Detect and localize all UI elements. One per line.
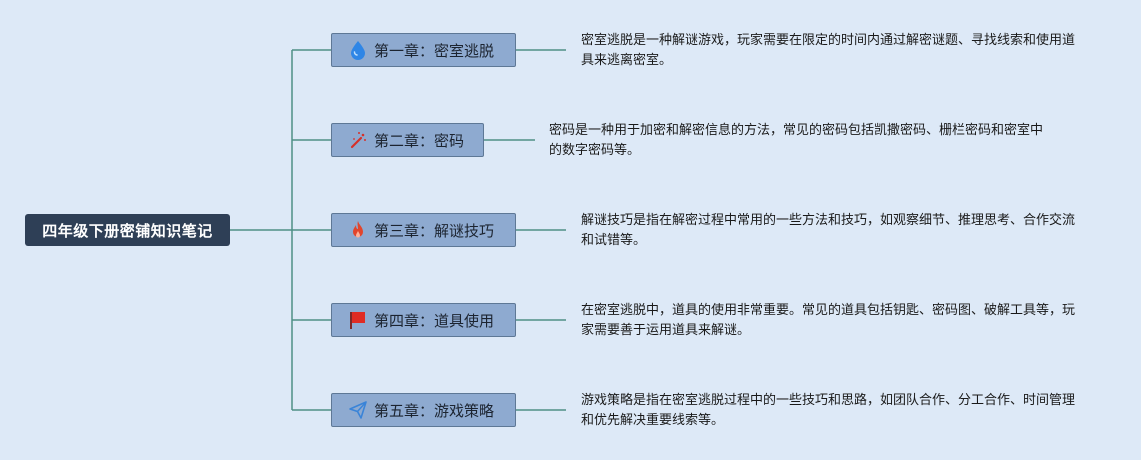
chapter-description-2: 密码是一种用于加密和解密信息的方法，常见的密码包括凯撒密码、栅栏密码和密室中的数… [549, 123, 1044, 158]
magic-wand-icon [348, 130, 368, 150]
chapter-description-5: 游戏策略是指在密室逃脱过程中的一些技巧和思路，如团队合作、分工合作、时间管理和优… [581, 393, 1076, 428]
fire-icon [348, 220, 368, 240]
chapter-node-4[interactable]: 第四章：道具使用 [331, 303, 516, 337]
chapter-node-5[interactable]: 第五章：游戏策略 [331, 393, 516, 427]
root-label: 四年级下册密铺知识笔记 [42, 221, 213, 240]
chapter-description-3: 解谜技巧是指在解密过程中常用的一些方法和技巧，如观察细节、推理思考、合作交流和试… [581, 213, 1076, 248]
chapter-description-1: 密室逃脱是一种解谜游戏，玩家需要在限定的时间内通过解密谜题、寻找线索和使用道具来… [581, 33, 1076, 68]
chapter-label-1: 第一章：密室逃脱 [374, 41, 495, 60]
root-node[interactable]: 四年级下册密铺知识笔记 [25, 214, 230, 246]
flag-icon [348, 310, 368, 330]
water-drop-icon [348, 40, 368, 60]
chapter-label-4: 第四章：道具使用 [374, 311, 495, 330]
chapter-label-5: 第五章：游戏策略 [374, 401, 495, 420]
chapter-label-2: 第二章：密码 [374, 131, 465, 150]
chapter-label-3: 第三章：解谜技巧 [374, 221, 495, 240]
chapter-node-1[interactable]: 第一章：密室逃脱 [331, 33, 516, 67]
paper-plane-icon [348, 400, 368, 420]
chapter-node-3[interactable]: 第三章：解谜技巧 [331, 213, 516, 247]
chapter-description-4: 在密室逃脱中，道具的使用非常重要。常见的道具包括钥匙、密码图、破解工具等，玩家需… [581, 303, 1076, 338]
chapter-node-2[interactable]: 第二章：密码 [331, 123, 484, 157]
